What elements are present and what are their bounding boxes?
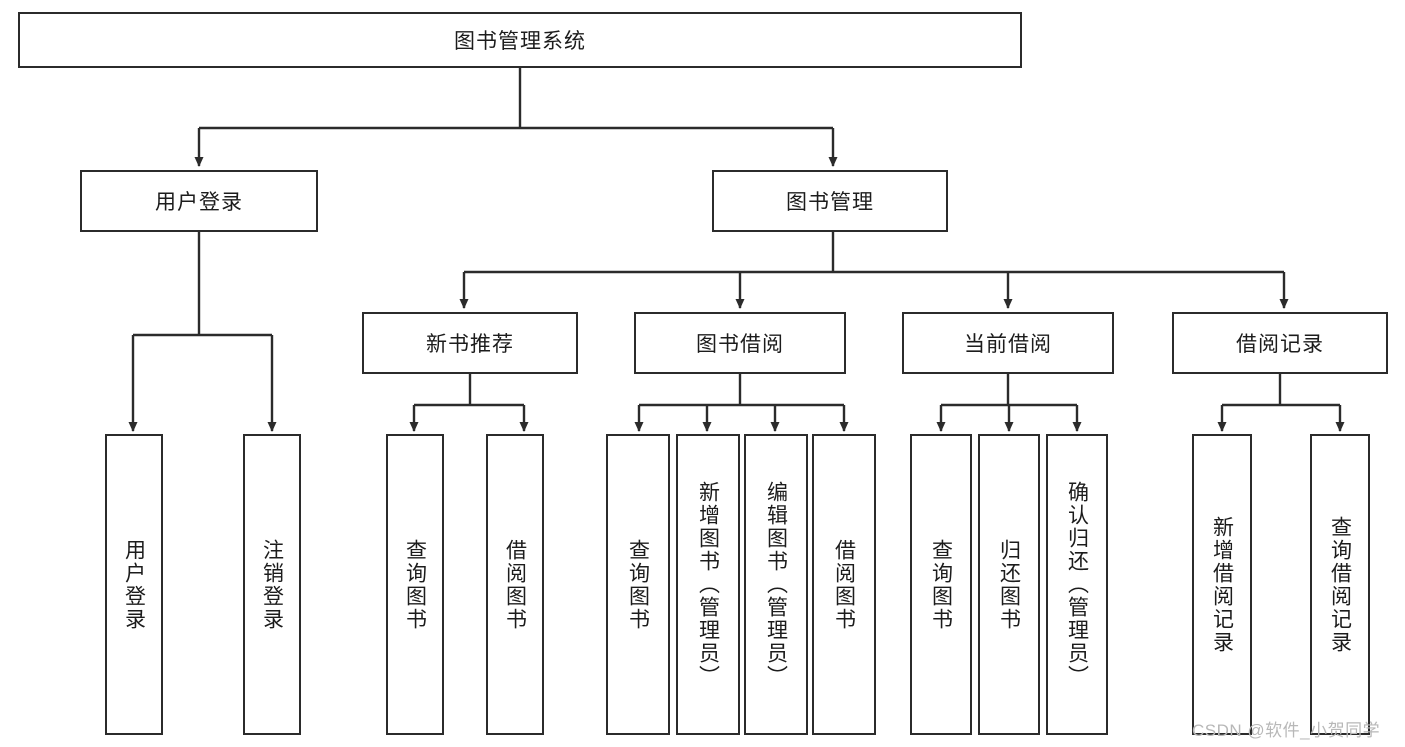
leaf-confirm-return[interactable]: 确认归还（管理员） (1046, 434, 1108, 735)
node-book-management[interactable]: 图书管理 (712, 170, 948, 232)
leaf-query-book-current[interactable]: 查询图书 (910, 434, 972, 735)
node-label: 借阅记录 (1236, 333, 1324, 356)
leaf-add-borrow-record[interactable]: 新增借阅记录 (1192, 434, 1252, 735)
leaf-query-borrow-record[interactable]: 查询借阅记录 (1310, 434, 1370, 735)
leaf-user-login[interactable]: 用户登录 (105, 434, 163, 735)
node-label: 用户登录 (122, 538, 146, 631)
node-label: 新增图书（管理员） (696, 481, 720, 688)
node-book-borrow[interactable]: 图书借阅 (634, 312, 846, 374)
leaf-return-book[interactable]: 归还图书 (978, 434, 1040, 735)
node-label: 图书管理 (786, 191, 874, 214)
node-new-book-recommend[interactable]: 新书推荐 (362, 312, 578, 374)
leaf-logout-login[interactable]: 注销登录 (243, 434, 301, 735)
leaf-query-book-recommend[interactable]: 查询图书 (386, 434, 444, 735)
node-label: 注销登录 (260, 538, 284, 631)
node-label: 确认归还（管理员） (1065, 481, 1089, 688)
leaf-edit-book[interactable]: 编辑图书（管理员） (744, 434, 808, 735)
leaf-borrow-book-recommend[interactable]: 借阅图书 (486, 434, 544, 735)
node-label: 借阅图书 (503, 538, 527, 631)
node-label: 图书管理系统 (454, 30, 586, 53)
node-label: 新书推荐 (426, 333, 514, 356)
leaf-add-book[interactable]: 新增图书（管理员） (676, 434, 740, 735)
node-user-login[interactable]: 用户登录 (80, 170, 318, 232)
node-label: 查询图书 (403, 538, 427, 631)
node-book-management-system[interactable]: 图书管理系统 (18, 12, 1022, 68)
node-label: 查询图书 (929, 538, 953, 631)
leaf-borrow-book[interactable]: 借阅图书 (812, 434, 876, 735)
node-label: 编辑图书（管理员） (764, 481, 788, 688)
node-borrow-record[interactable]: 借阅记录 (1172, 312, 1388, 374)
node-label: 查询借阅记录 (1328, 515, 1352, 654)
node-label: 归还图书 (997, 538, 1021, 631)
csdn-watermark: CSDN @软件_小贺同学 (1192, 721, 1381, 740)
node-label: 借阅图书 (832, 538, 856, 631)
node-label: 查询图书 (626, 538, 650, 631)
node-current-borrow[interactable]: 当前借阅 (902, 312, 1114, 374)
node-label: 图书借阅 (696, 333, 784, 356)
leaf-query-book-borrow[interactable]: 查询图书 (606, 434, 670, 735)
node-label: 当前借阅 (964, 333, 1052, 356)
node-label: 用户登录 (155, 191, 243, 214)
node-label: 新增借阅记录 (1210, 515, 1234, 654)
